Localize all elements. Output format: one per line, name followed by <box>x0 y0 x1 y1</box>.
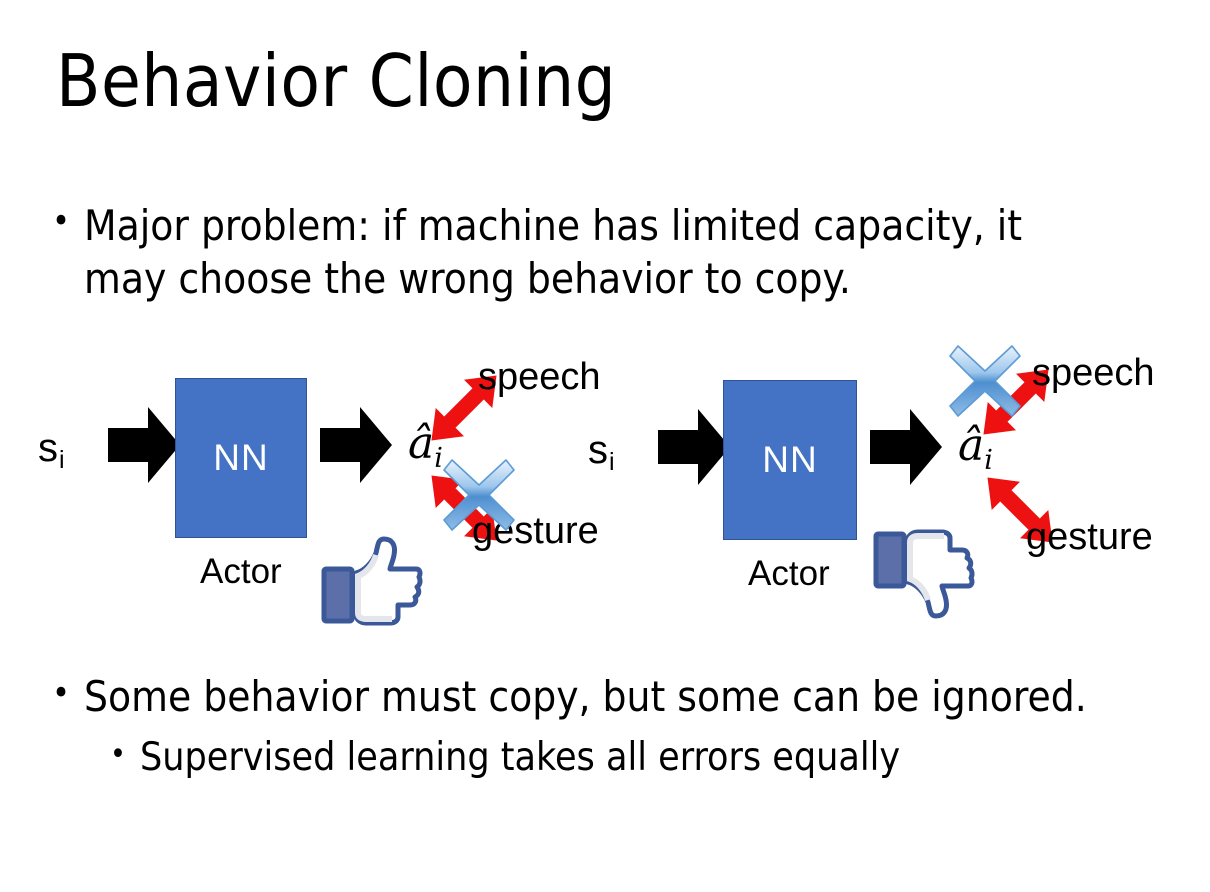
bullet-item-3: • Supervised learning takes all errors e… <box>110 735 1170 782</box>
nn-box-right: NN <box>723 380 857 540</box>
flow-arrow-out-right <box>870 404 942 490</box>
nn-box-left: NN <box>175 378 307 538</box>
thumbs-down-icon-right <box>872 528 976 620</box>
page-title: Behavior Cloning <box>56 39 617 123</box>
nn-box-label: NN <box>213 437 269 478</box>
input-state-label-left: si <box>38 426 65 473</box>
input-state-subscript: i <box>59 446 65 474</box>
input-state-label-right: si <box>588 428 615 475</box>
thumbs-up-icon-left <box>320 535 424 627</box>
output-action-subscript: i <box>984 445 993 476</box>
output-action-symbol: â <box>958 420 985 471</box>
diagram-right: si NN Actor âi <box>560 340 1160 640</box>
nn-box-label: NN <box>762 439 818 480</box>
cross-out-x-icon-gesture-left <box>442 458 516 532</box>
output-action-symbol: â <box>408 418 435 469</box>
bullet-text-2: Some behavior must copy, but some can be… <box>84 672 1087 721</box>
output-action-label-left: âi <box>408 422 443 473</box>
branch-arrow-gesture-right <box>960 450 1080 570</box>
diagram-left: si NN Actor âi <box>10 340 610 640</box>
branch-label-speech-left: speech <box>478 356 601 398</box>
actor-caption-left: Actor <box>200 552 282 591</box>
branch-arrow-speech-left <box>404 348 524 468</box>
input-state-subscript: i <box>609 448 615 476</box>
flow-arrow-in-left <box>108 402 180 488</box>
cross-out-x-icon-speech-right <box>948 344 1022 418</box>
bullet-item-2: • Some behavior must copy, but some can … <box>52 672 1152 722</box>
bullet-text-3: Supervised learning takes all errors equ… <box>139 735 901 780</box>
bullet-marker-icon: • <box>52 201 71 241</box>
bullet-text-1: Major problem: if machine has limited ca… <box>84 201 1023 303</box>
bullet-marker-icon: • <box>52 673 71 713</box>
actor-caption-right: Actor <box>748 554 830 593</box>
flow-arrow-out-left <box>320 402 392 488</box>
output-action-subscript: i <box>434 443 443 474</box>
flow-arrow-in-right <box>658 404 730 490</box>
bullet-marker-icon: • <box>110 737 126 772</box>
input-state-symbol: s <box>588 428 608 472</box>
output-action-label-right: âi <box>958 424 993 475</box>
bullet-item-1: • Major problem: if machine has limited … <box>52 200 1112 305</box>
branch-label-gesture-right: gesture <box>1026 516 1153 558</box>
branch-label-speech-right: speech <box>1032 352 1155 394</box>
input-state-symbol: s <box>38 426 58 470</box>
